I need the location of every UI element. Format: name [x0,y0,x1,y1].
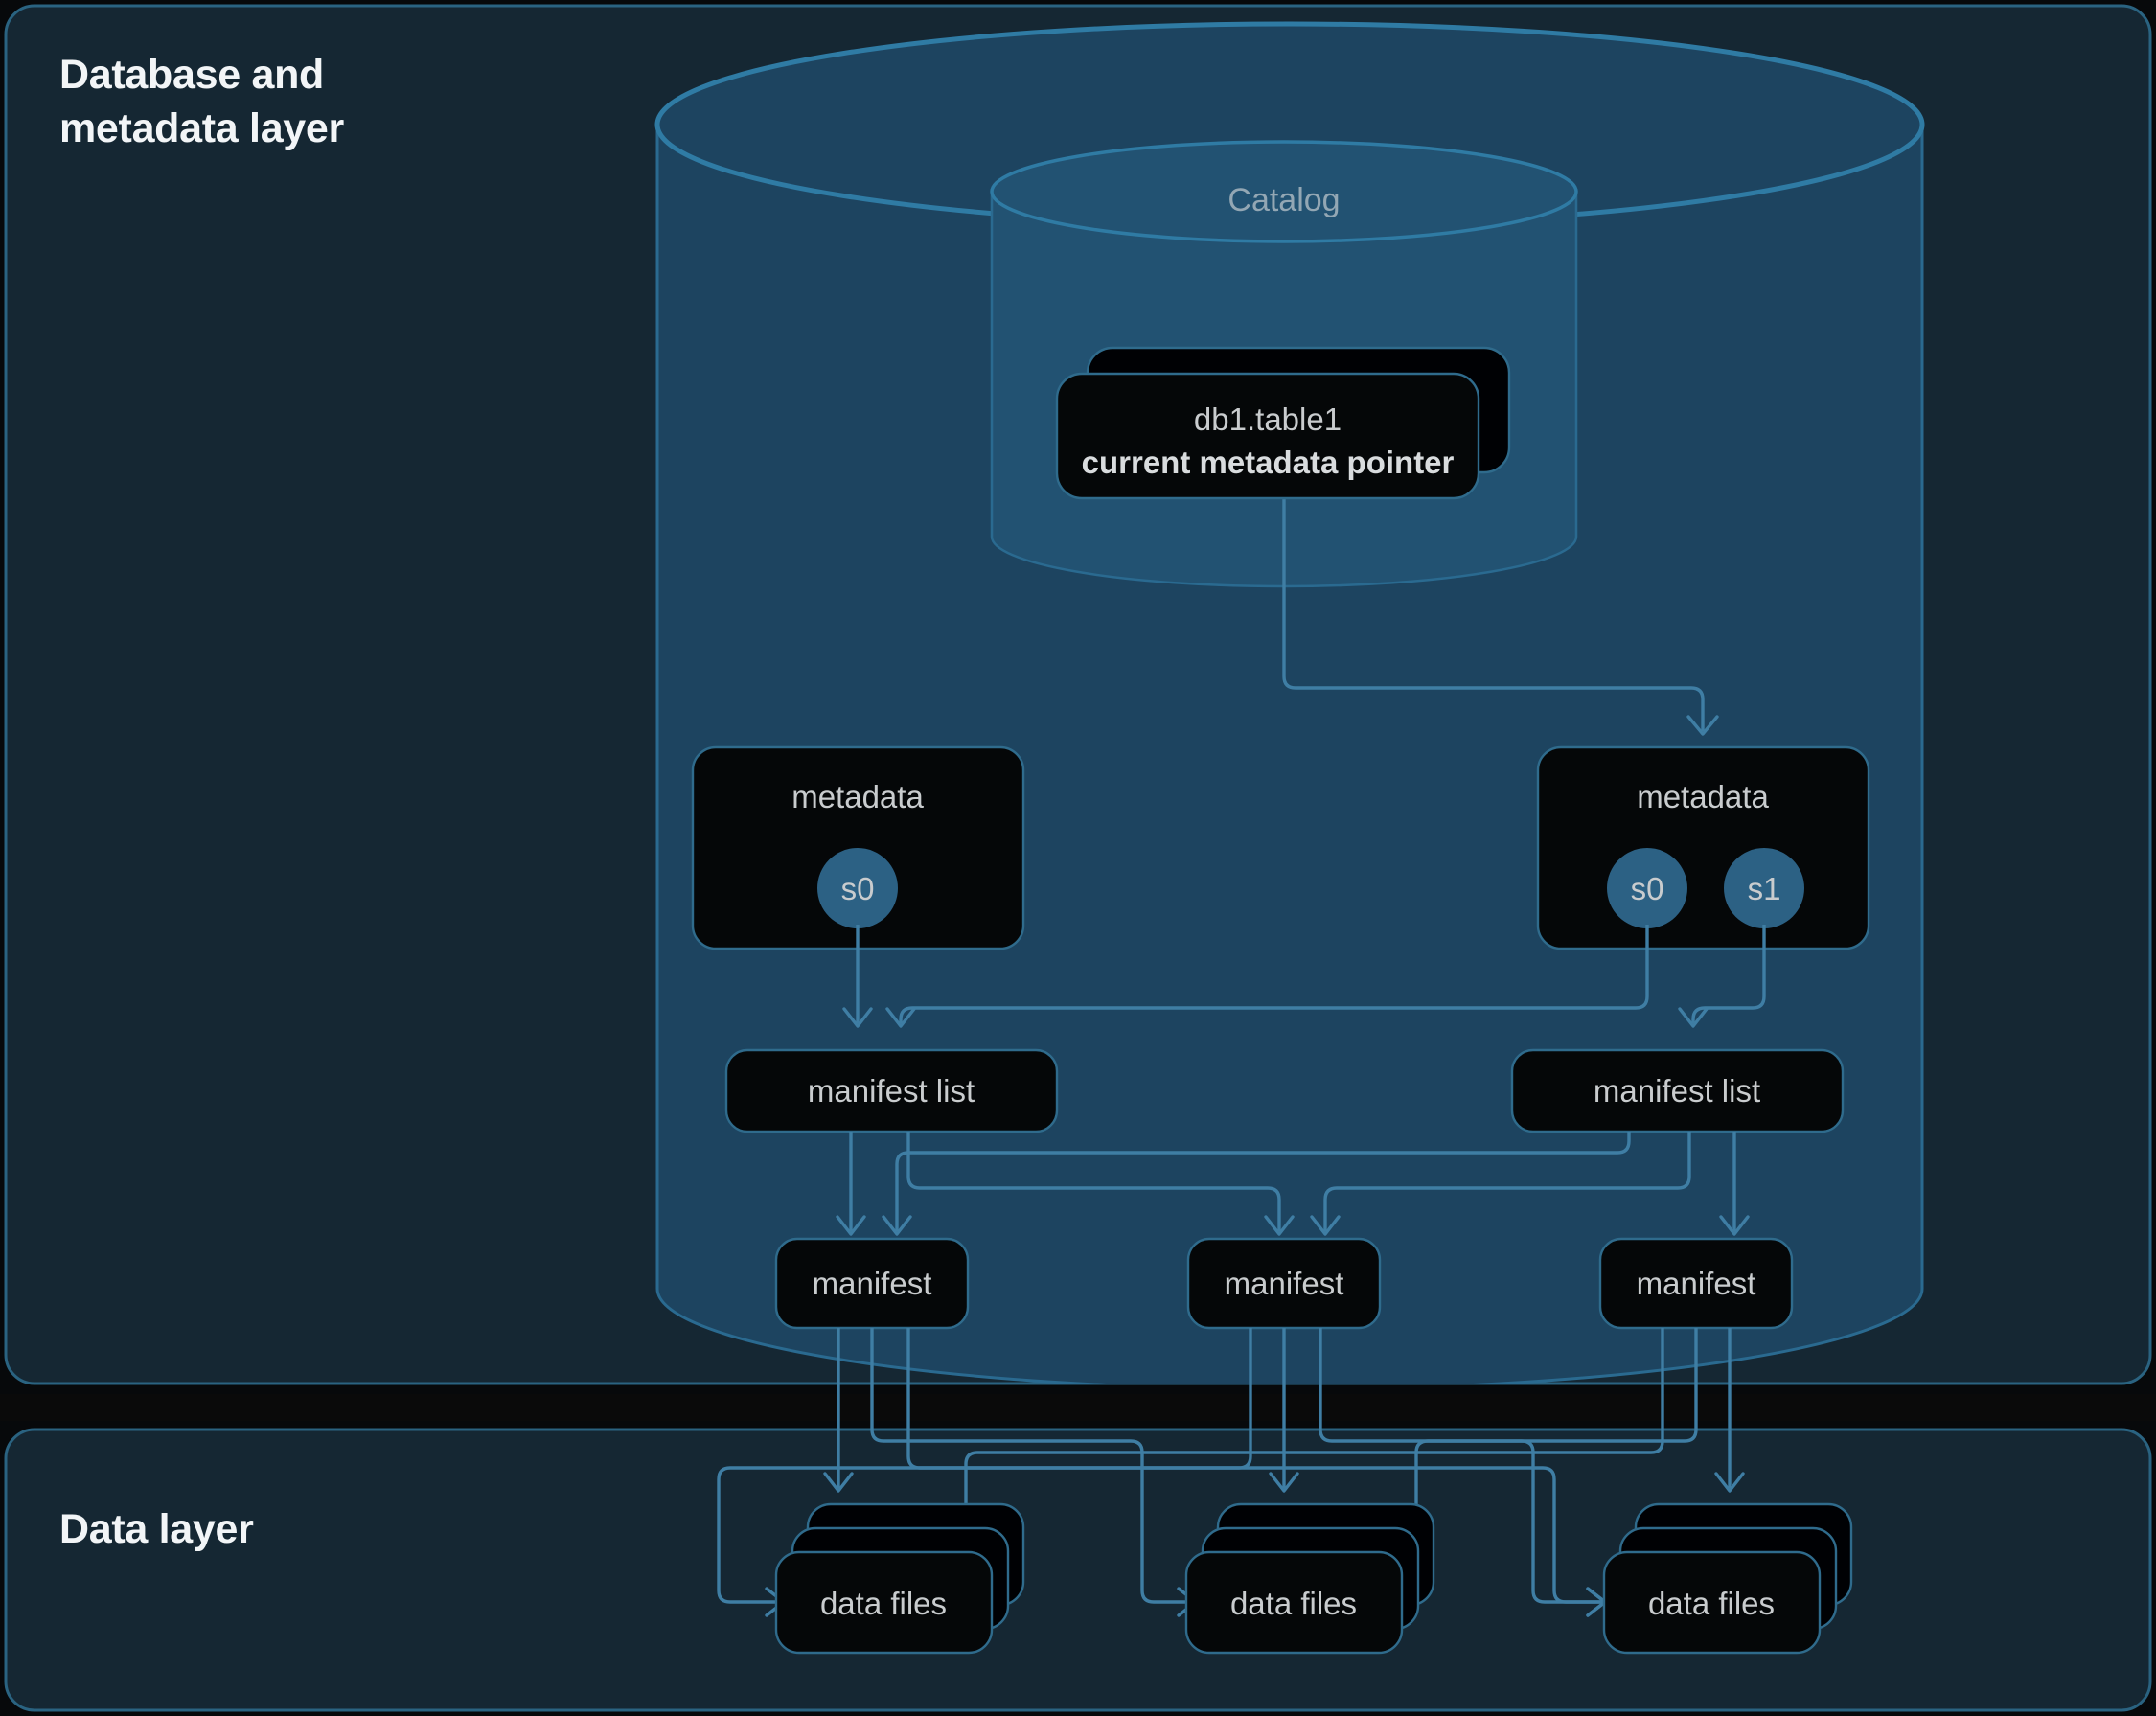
catalog-label: Catalog [1227,182,1340,218]
arrowhead-metadata-right [1686,715,1719,736]
data-files-2-label: data files [1230,1586,1357,1621]
arrowhead-m1-b [882,1215,912,1236]
edge-m1-to-df2 [870,1328,1193,1604]
arrowhead-m1-a [836,1215,866,1236]
edge-s0-right-to-manifest-list-left [899,925,1649,1023]
manifest-1-label: manifest [813,1266,932,1301]
arrowhead-m2-a [1264,1215,1295,1236]
title-line-1: Database and [59,52,324,98]
node-manifest-2[interactable]: manifest [1186,1237,1382,1330]
edge-ml-right-to-manifest-2 [1323,1132,1691,1231]
manifest-list-right-label: manifest list [1594,1073,1760,1109]
snapshot-dot-s1-right[interactable] [1724,848,1804,928]
snapshot-dot-s0-right[interactable] [1607,848,1687,928]
metadata-left-label: metadata [791,779,924,814]
arrowhead-ml-left-a [842,1007,873,1028]
node-metadata-right[interactable]: metadata s0 s1 [1536,745,1870,950]
edge-m2-to-df1 [717,1328,1252,1604]
node-manifest-list-right[interactable]: manifest list [1510,1048,1845,1133]
node-data-files-2[interactable]: data files [1184,1502,1435,1655]
arrowhead-df2-top [1269,1472,1299,1493]
data-files-1-card-1 [774,1550,994,1655]
data-files-3-card-1 [1602,1550,1822,1655]
manifest-list-right-box [1510,1048,1845,1133]
snapshot-label-s1-right: s1 [1748,871,1781,906]
manifest-3-label: manifest [1637,1266,1756,1301]
catalog-pointer-card[interactable]: db1.table1 current metadata pointer [1055,346,1511,500]
data-files-3-label: data files [1648,1586,1775,1621]
node-manifest-1[interactable]: manifest [774,1237,970,1330]
title-line-data: Data layer [59,1506,254,1552]
title-line-2: metadata layer [59,105,345,151]
metadata-right-label: metadata [1637,779,1769,814]
page-title-database-layer: Database and metadata layer [59,52,345,151]
node-manifest-3[interactable]: manifest [1598,1237,1794,1330]
pointer-card-line1: db1.table1 [1194,401,1342,437]
snapshot-label-s0-right: s0 [1631,871,1664,906]
edge-ml-left-to-manifest-2 [906,1132,1281,1231]
data-files-2-card-1 [1184,1550,1404,1655]
panel-gap [0,1394,2156,1421]
edge-m1-to-df3 [906,1328,1602,1604]
arrowhead-df3-top [1714,1472,1745,1493]
manifest-list-left-label: manifest list [808,1073,975,1109]
edge-ml-right-to-manifest-1 [895,1132,1631,1231]
pointer-card-line2: current metadata pointer [1082,445,1455,480]
node-data-files-1[interactable]: data files [774,1502,1025,1655]
page-title-data-layer: Data layer [59,1506,254,1552]
arrowhead-ml-right [1678,1007,1709,1028]
node-data-files-3[interactable]: data files [1602,1502,1853,1655]
gap-edge-overlay [837,1394,1732,1421]
manifest-list-left-box [724,1048,1059,1133]
arrowhead-m3 [1719,1215,1750,1236]
manifest-2-label: manifest [1225,1266,1344,1301]
arrowhead-m2-b [1310,1215,1341,1236]
edge-pointer-to-metadata-right [1282,498,1705,731]
snapshot-dot-s0-left[interactable] [817,848,898,928]
edge-m2-to-df3 [1319,1328,1602,1604]
node-manifest-list-left[interactable]: manifest list [724,1048,1059,1133]
node-metadata-left[interactable]: metadata s0 [691,745,1025,950]
arrowhead-df1-top [823,1472,854,1493]
arrowhead-ml-left-b [885,1007,916,1028]
metadata-right-box [1536,745,1870,950]
edge-s1-right-to-manifest-list-right [1691,925,1766,1023]
data-files-1-label: data files [820,1586,947,1621]
snapshot-label-s0-left: s0 [841,871,875,906]
pointer-card-front [1055,372,1480,500]
